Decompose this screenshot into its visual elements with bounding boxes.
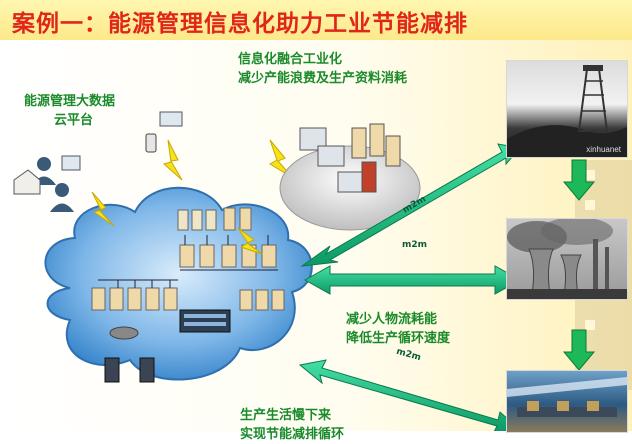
lightning-icon bbox=[91, 139, 294, 255]
platform-label: 能源管理大数据 云平台 bbox=[24, 94, 116, 128]
cooling-tower-icon bbox=[507, 219, 627, 299]
integration-disc bbox=[279, 123, 421, 231]
mine-tower-icon bbox=[507, 65, 627, 157]
server-cluster-icon bbox=[91, 207, 285, 383]
factory-floor-photo bbox=[506, 370, 628, 433]
integration-label: 信息化融合工业化 减少产能浪费及生产资料消耗 bbox=[238, 52, 408, 86]
photo-watermark: xinhuanet bbox=[586, 145, 621, 154]
coal-mine-photo: xinhuanet bbox=[506, 60, 628, 158]
logistics-label: 减少人物流耗能 降低生产循环速度 bbox=[346, 312, 451, 346]
m2m-tag-2: m2m bbox=[402, 240, 428, 250]
network-diagram bbox=[13, 111, 632, 431]
m2m-arrows bbox=[298, 143, 522, 431]
diagram-stage: m2m m2m m2m 能源管理大数据 云平台 信息化融合工业化 减少产能浪费及… bbox=[0, 40, 632, 442]
page-title: 案例一：能源管理信息化助力工业节能减排 bbox=[12, 11, 468, 37]
title-bar: 案例一：能源管理信息化助力工业节能减排 bbox=[0, 0, 632, 40]
life-label: 生产生活慢下来 实现节能减排循环 bbox=[240, 408, 345, 442]
flow-down-arrows bbox=[562, 159, 596, 371]
factory-icon bbox=[507, 377, 627, 417]
user-icons bbox=[13, 111, 183, 212]
power-plant-photo bbox=[506, 218, 628, 300]
